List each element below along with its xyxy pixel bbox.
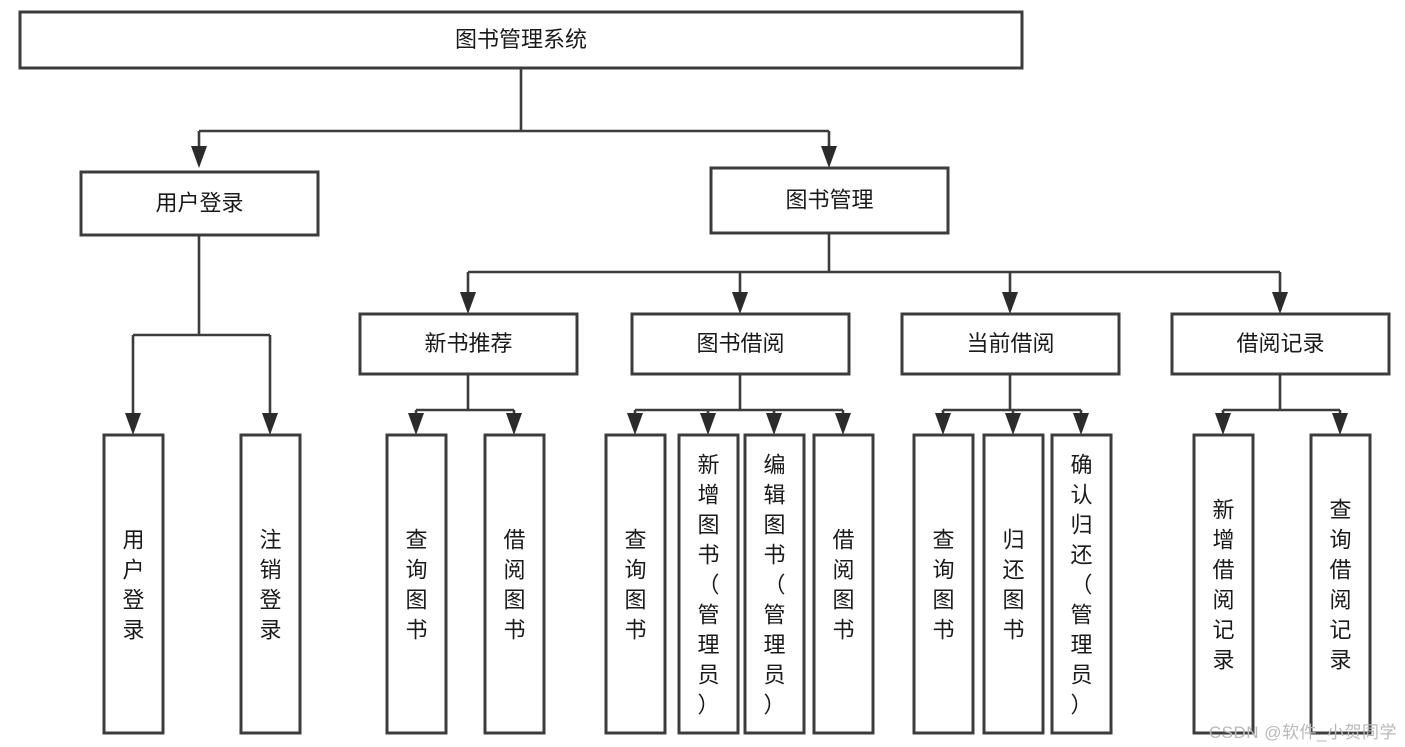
node-leaf-query-borrow-record[interactable]: 查询借阅记录 [1309, 433, 1372, 735]
node-leaf-return-book[interactable]: 归还图书 [982, 433, 1045, 735]
node-box[interactable] [709, 166, 950, 235]
node-label: 图书借阅 [696, 331, 784, 356]
node-leaf-borrow-book-rec[interactable]: 借阅图书 [483, 433, 546, 735]
node-label: 查询借阅记录 [1329, 497, 1351, 672]
arrow-head-icon [1332, 413, 1348, 435]
node-label: 编辑图书（管理员） [763, 452, 785, 717]
node-leaf-user-login[interactable]: 用户登录 [102, 433, 165, 735]
arrow-head-icon [408, 413, 424, 435]
arrow-head-icon [460, 292, 476, 314]
arrow-head-icon [821, 146, 837, 168]
node-box[interactable] [1170, 312, 1391, 376]
node-current-borrow[interactable]: 当前借阅 [900, 312, 1121, 376]
node-label: 查询图书 [405, 527, 427, 642]
connectors-layer [125, 68, 1348, 435]
node-label: 确认归还（管理员） [1070, 452, 1092, 717]
node-leaf-borrow-book[interactable]: 借阅图书 [812, 433, 875, 735]
arrow-head-icon [935, 413, 951, 435]
arrow-head-icon [1005, 413, 1021, 435]
node-label: 注销登录 [259, 527, 281, 642]
arrow-head-icon [700, 413, 716, 435]
node-box[interactable] [1050, 433, 1113, 735]
node-label: 新增图书（管理员） [697, 452, 719, 717]
arrow-head-icon [125, 413, 141, 435]
node-box[interactable] [358, 312, 579, 376]
node-box[interactable] [239, 433, 302, 735]
node-box[interactable] [630, 312, 851, 376]
node-label: 新增借阅记录 [1212, 497, 1234, 672]
node-label: 图书管理系统 [455, 27, 587, 52]
arrow-head-icon [191, 146, 207, 168]
arrow-head-icon [627, 413, 643, 435]
node-leaf-query-book-rec[interactable]: 查询图书 [385, 433, 448, 735]
arrow-head-icon [1002, 292, 1018, 314]
node-label: 新书推荐 [424, 331, 512, 356]
node-label: 图书管理 [785, 187, 873, 212]
node-new-book-recommend[interactable]: 新书推荐 [358, 312, 579, 376]
node-box[interactable] [900, 312, 1121, 376]
node-leaf-edit-book-admin[interactable]: 编辑图书（管理员） [743, 433, 806, 735]
node-box[interactable] [79, 170, 320, 237]
node-box[interactable] [912, 433, 975, 735]
node-box[interactable] [812, 433, 875, 735]
arrow-head-icon [262, 413, 278, 435]
arrow-head-icon [1073, 413, 1089, 435]
node-label: 查询图书 [624, 527, 646, 642]
node-label: 当前借阅 [966, 331, 1054, 356]
watermark-text: CSDN @软件_小贺同学 [1208, 723, 1397, 742]
node-root[interactable]: 图书管理系统 [18, 10, 1024, 70]
arrow-head-icon [766, 413, 782, 435]
node-leaf-confirm-return-admin[interactable]: 确认归还（管理员） [1050, 433, 1113, 735]
node-box[interactable] [982, 433, 1045, 735]
arrow-head-icon [732, 292, 748, 314]
node-borrow-record[interactable]: 借阅记录 [1170, 312, 1391, 376]
node-box[interactable] [604, 433, 667, 735]
node-leaf-add-borrow-record[interactable]: 新增借阅记录 [1192, 433, 1255, 735]
arrow-head-icon [835, 413, 851, 435]
node-box[interactable] [18, 10, 1024, 70]
node-book-manage[interactable]: 图书管理 [709, 166, 950, 235]
arrow-head-icon [1272, 292, 1288, 314]
node-box[interactable] [743, 433, 806, 735]
node-label: 用户登录 [155, 190, 243, 215]
node-label: 借阅图书 [503, 527, 525, 642]
node-box[interactable] [483, 433, 546, 735]
node-leaf-query-book-current[interactable]: 查询图书 [912, 433, 975, 735]
node-box[interactable] [1309, 433, 1372, 735]
node-user-login[interactable]: 用户登录 [79, 170, 320, 237]
node-leaf-query-book-borrow[interactable]: 查询图书 [604, 433, 667, 735]
node-label: 查询图书 [932, 527, 954, 642]
node-label: 用户登录 [122, 527, 144, 642]
node-book-borrow[interactable]: 图书借阅 [630, 312, 851, 376]
node-label: 归还图书 [1002, 527, 1024, 642]
nodes-layer: 图书管理系统用户登录图书管理新书推荐图书借阅当前借阅借阅记录用户登录注销登录查询… [18, 10, 1391, 735]
arrow-head-icon [1215, 413, 1231, 435]
node-label: 借阅记录 [1236, 331, 1324, 356]
node-leaf-add-book-admin[interactable]: 新增图书（管理员） [677, 433, 740, 735]
node-box[interactable] [1192, 433, 1255, 735]
node-box[interactable] [385, 433, 448, 735]
node-box[interactable] [102, 433, 165, 735]
node-leaf-user-logout[interactable]: 注销登录 [239, 433, 302, 735]
arrow-head-icon [506, 413, 522, 435]
node-label: 借阅图书 [832, 527, 854, 642]
node-box[interactable] [677, 433, 740, 735]
